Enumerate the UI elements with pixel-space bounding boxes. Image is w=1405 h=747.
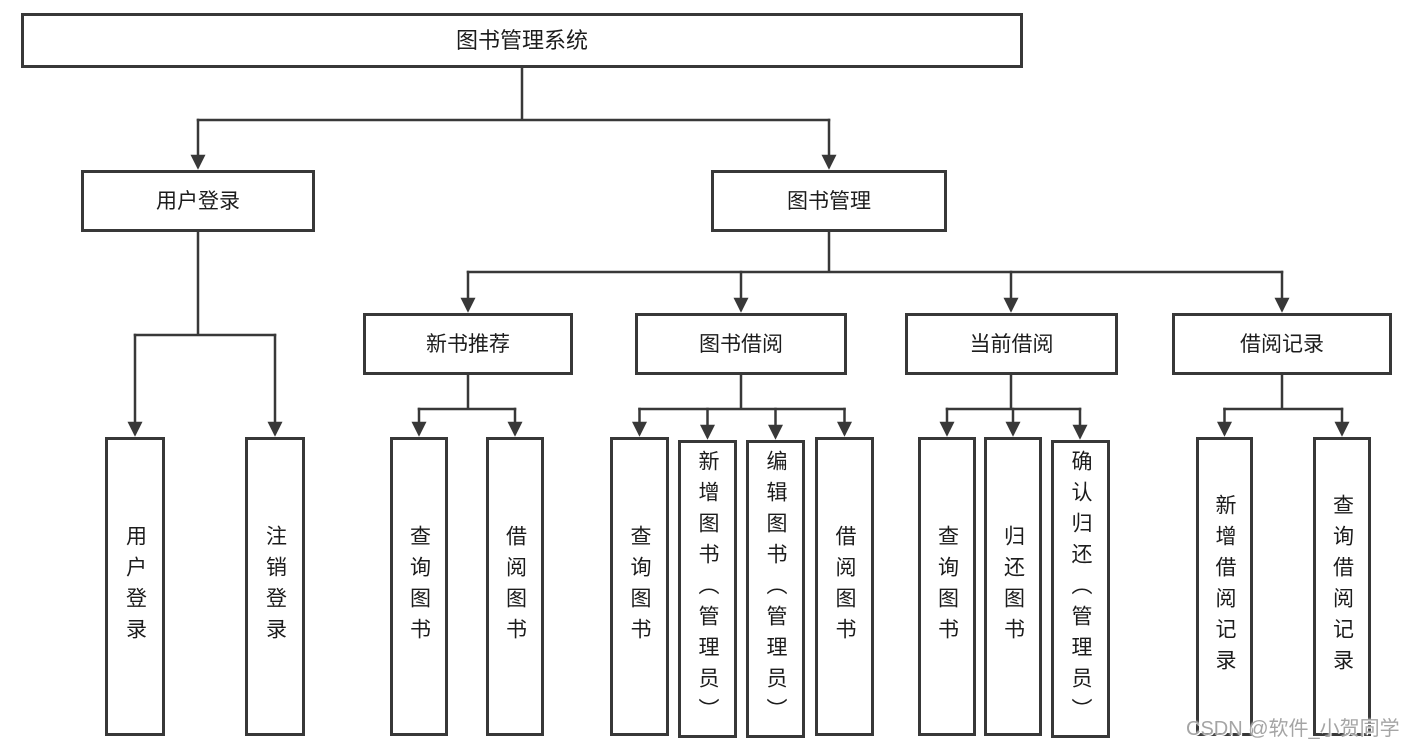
node-new-book-recommend: 新书推荐 — [363, 313, 573, 375]
leaf-recommend-borrow-books: 借阅图书 — [486, 437, 544, 736]
leaf-current-confirm-return-admin-label: 确认归还（管理员） — [1069, 449, 1092, 729]
leaf-current-query-books: 查询图书 — [918, 437, 976, 736]
leaf-records-query-record: 查询借阅记录 — [1313, 437, 1371, 736]
leaf-user-login-label: 用户登录 — [123, 524, 147, 649]
node-user-login-label: 用户登录 — [156, 189, 240, 213]
leaf-borrowing-query-books: 查询图书 — [610, 437, 669, 736]
node-borrowing-records-label: 借阅记录 — [1240, 332, 1324, 356]
node-root: 图书管理系统 — [21, 13, 1023, 68]
leaf-borrowing-borrow-books-label: 借阅图书 — [833, 524, 856, 649]
leaf-recommend-borrow-books-label: 借阅图书 — [503, 524, 527, 649]
leaf-user-login: 用户登录 — [105, 437, 165, 736]
leaf-logout-login-label: 注销登录 — [263, 524, 287, 649]
node-borrowing-records: 借阅记录 — [1172, 313, 1392, 375]
leaf-current-return-books: 归还图书 — [984, 437, 1042, 736]
leaf-recommend-query-books: 查询图书 — [390, 437, 448, 736]
leaf-recommend-query-books-label: 查询图书 — [407, 524, 431, 649]
leaf-current-query-books-label: 查询图书 — [935, 524, 959, 649]
node-book-borrowing-label: 图书借阅 — [699, 332, 783, 356]
leaf-borrowing-query-books-label: 查询图书 — [628, 524, 651, 649]
node-user-login: 用户登录 — [81, 170, 315, 232]
node-book-management-label: 图书管理 — [787, 189, 871, 213]
leaf-borrowing-add-books-admin: 新增图书（管理员） — [678, 440, 737, 738]
leaf-borrowing-add-books-admin-label: 新增图书（管理员） — [696, 449, 719, 729]
leaf-records-query-record-label: 查询借阅记录 — [1330, 493, 1354, 680]
node-current-borrowing: 当前借阅 — [905, 313, 1118, 375]
leaf-borrowing-edit-books-admin: 编辑图书（管理员） — [746, 440, 805, 738]
leaf-records-add-record-label: 新增借阅记录 — [1213, 493, 1236, 680]
leaf-current-confirm-return-admin: 确认归还（管理员） — [1051, 440, 1110, 738]
node-new-book-recommend-label: 新书推荐 — [426, 332, 510, 356]
node-book-borrowing: 图书借阅 — [635, 313, 847, 375]
node-root-label: 图书管理系统 — [455, 27, 588, 53]
csdn-watermark: CSDN @软件_小贺同学 — [1186, 718, 1400, 740]
leaf-logout-login: 注销登录 — [245, 437, 305, 736]
leaf-current-return-books-label: 归还图书 — [1001, 524, 1025, 649]
leaf-borrowing-edit-books-admin-label: 编辑图书（管理员） — [764, 449, 787, 729]
leaf-records-add-record: 新增借阅记录 — [1196, 437, 1253, 736]
node-book-management: 图书管理 — [711, 170, 947, 232]
leaf-borrowing-borrow-books: 借阅图书 — [815, 437, 874, 736]
node-current-borrowing-label: 当前借阅 — [969, 332, 1054, 356]
